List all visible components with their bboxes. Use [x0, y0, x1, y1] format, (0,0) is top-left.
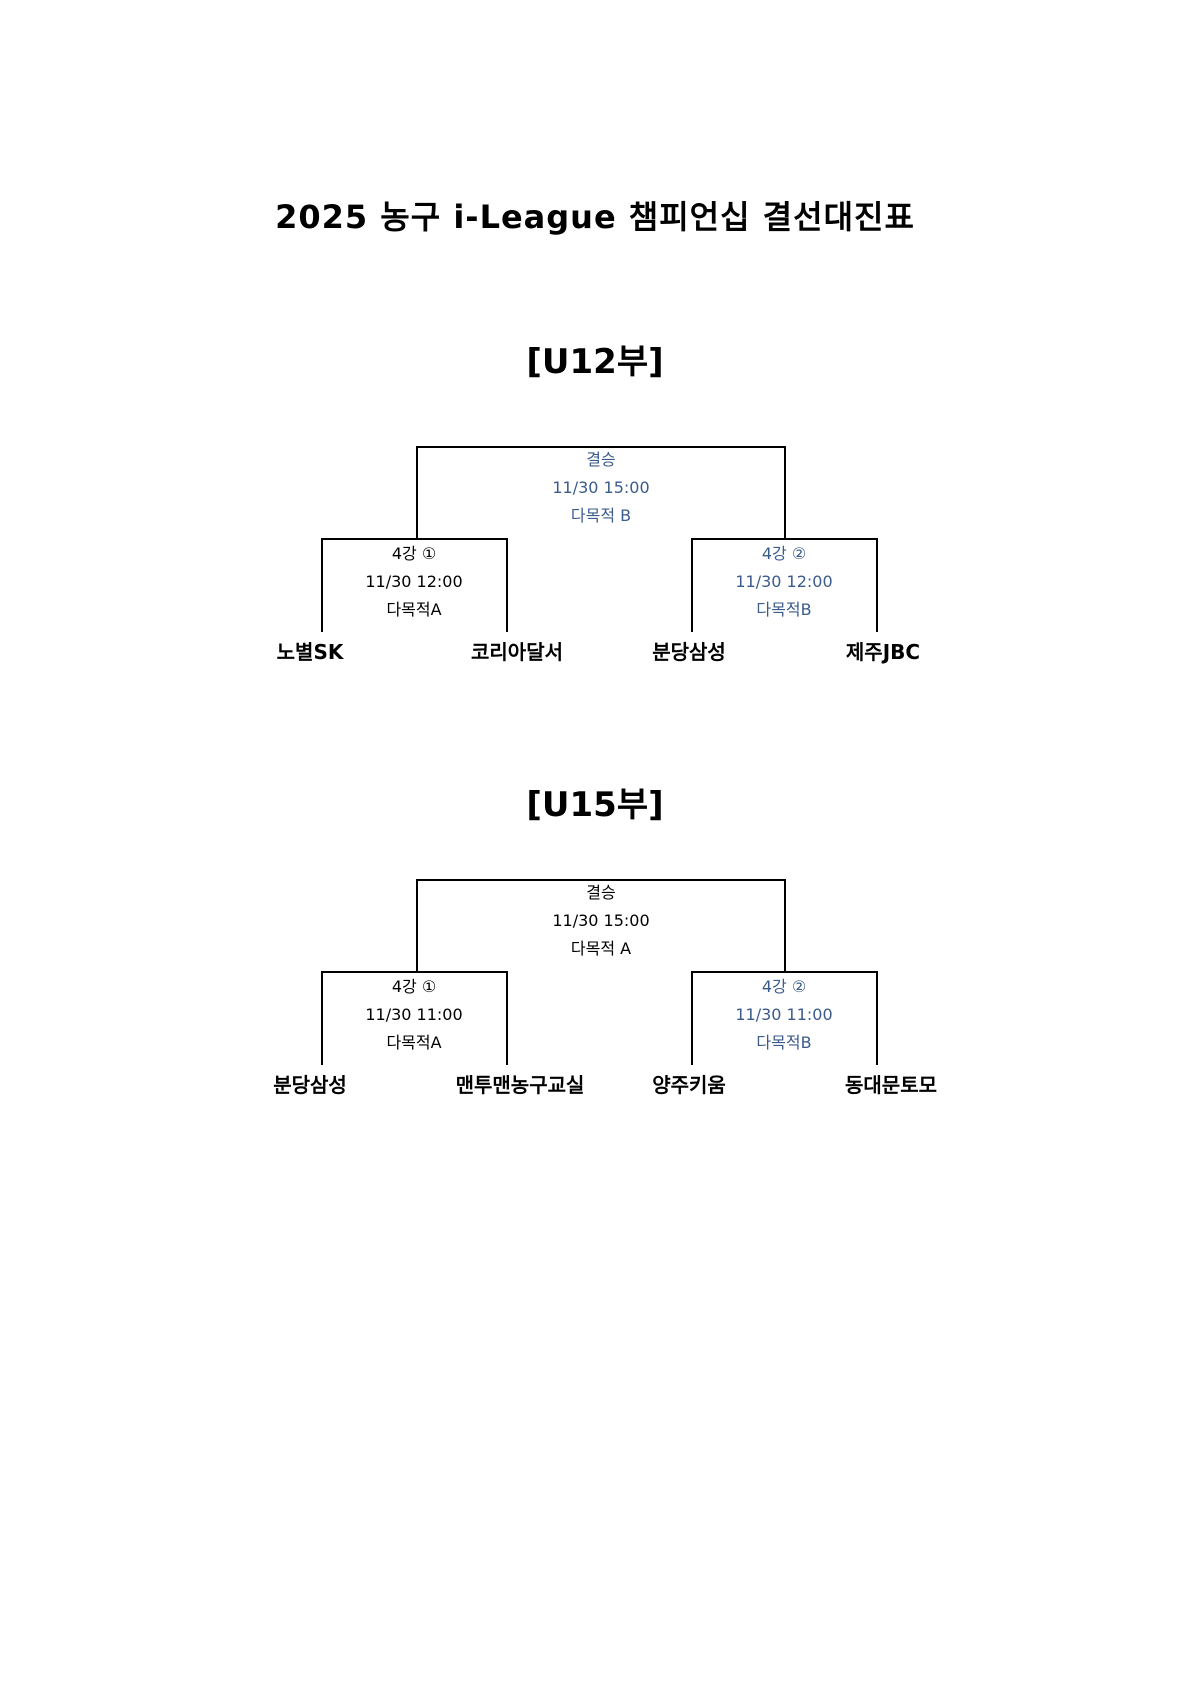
final-datetime: 11/30 15:00 — [552, 911, 650, 930]
bracket-u15: 결승 11/30 15:00 다목적 A 4강 ① 11/30 11:00 다목… — [0, 879, 1190, 1119]
semi1-line — [506, 538, 508, 632]
semi2-line — [691, 538, 693, 632]
semi1-line — [321, 971, 323, 1065]
semi1-line — [321, 971, 508, 973]
team: 양주키움 — [652, 1073, 726, 1097]
semi1-line — [321, 538, 323, 632]
semi-venue: 다목적B — [756, 600, 812, 619]
semi2-line — [691, 538, 878, 540]
semi2-line — [691, 971, 693, 1065]
semi-datetime: 11/30 12:00 — [735, 572, 833, 591]
final-line — [784, 879, 786, 973]
division-title-u15: [U15부] — [526, 785, 664, 825]
team: 분당삼성 — [652, 640, 726, 664]
team: 노별SK — [276, 640, 344, 664]
team: 동대문토모 — [845, 1073, 937, 1097]
semi-round: 4강 ① — [391, 977, 437, 996]
semi-round: 4강 ① — [391, 544, 437, 563]
semi1-info: 4강 ① 11/30 12:00 다목적A — [314, 540, 514, 624]
semi2-line — [876, 971, 878, 1065]
final-line — [416, 446, 786, 448]
final-round: 결승 — [586, 450, 616, 469]
semi-venue: 다목적B — [756, 1033, 812, 1052]
semi-datetime: 11/30 11:00 — [365, 1005, 463, 1024]
final-info: 결승 11/30 15:00 다목적 B — [501, 446, 701, 530]
division-title-u12: [U12부] — [526, 342, 664, 382]
final-venue: 다목적 B — [570, 506, 632, 525]
semi2-info: 4강 ② 11/30 11:00 다목적B — [684, 973, 884, 1057]
semi1-line — [321, 538, 508, 540]
semi2-line — [691, 971, 878, 973]
semi1-info: 4강 ① 11/30 11:00 다목적A — [314, 973, 514, 1057]
final-line — [416, 879, 418, 973]
final-line — [416, 879, 786, 881]
final-line — [784, 446, 786, 540]
semi2-line — [876, 538, 878, 632]
page-title: 2025 농구 i-League 챔피언십 결선대진표 — [275, 198, 915, 236]
team: 맨투맨농구교실 — [455, 1073, 585, 1097]
semi-datetime: 11/30 11:00 — [735, 1005, 833, 1024]
semi-venue: 다목적A — [386, 600, 442, 619]
final-info: 결승 11/30 15:00 다목적 A — [501, 879, 701, 963]
team: 분당삼성 — [273, 1073, 347, 1097]
semi-datetime: 11/30 12:00 — [365, 572, 463, 591]
final-line — [416, 446, 418, 540]
final-round: 결승 — [586, 883, 616, 902]
semi-round: 4강 ② — [761, 977, 807, 996]
final-venue: 다목적 A — [570, 939, 632, 958]
team: 코리아달서 — [471, 640, 563, 664]
semi2-info: 4강 ② 11/30 12:00 다목적B — [684, 540, 884, 624]
semi1-line — [506, 971, 508, 1065]
semi-round: 4강 ② — [761, 544, 807, 563]
bracket-u12: 결승 11/30 15:00 다목적 B 4강 ① 11/30 12:00 다목… — [0, 446, 1190, 686]
semi-venue: 다목적A — [386, 1033, 442, 1052]
team: 제주JBC — [845, 640, 921, 664]
final-datetime: 11/30 15:00 — [552, 478, 650, 497]
